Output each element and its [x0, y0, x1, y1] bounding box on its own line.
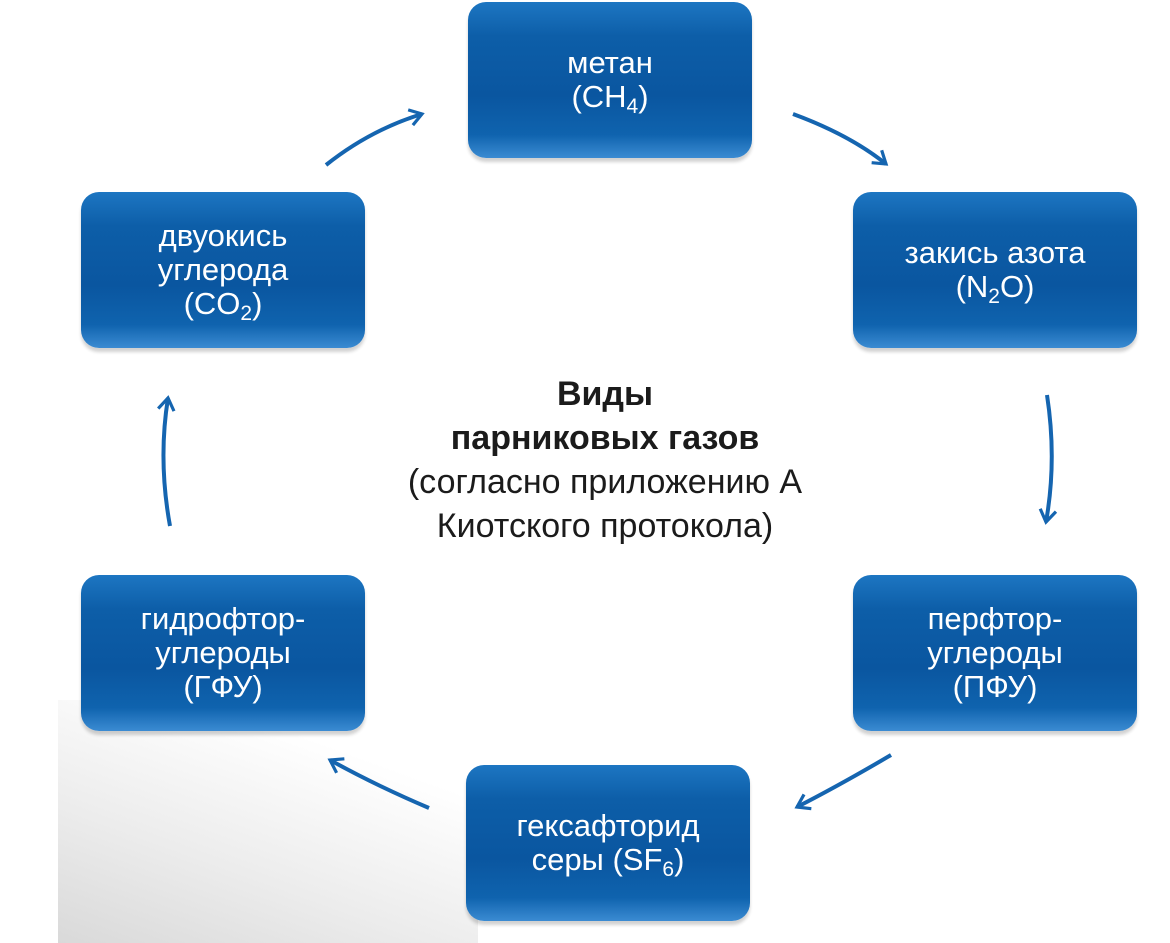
node-sf6-name: гексафторид [516, 808, 700, 843]
node-hfc-abbr: (ГФУ) [183, 669, 263, 704]
center-title: Виды парниковых газов (согласно приложен… [330, 372, 880, 548]
node-pfc-line1: перфтор- [927, 601, 1063, 636]
node-methane-formula: (CH4) [571, 79, 649, 118]
arrow-methane-to-nitrous-oxide [792, 112, 889, 166]
center-title-line2: парниковых газов [450, 419, 760, 457]
node-co2-line2: углерода [157, 252, 289, 287]
node-co2: двуокись углерода (CO2) [81, 192, 365, 348]
arrow-pfc-to-sf6 [794, 753, 893, 811]
node-hfc: гидрофтор- углероды (ГФУ) [81, 575, 365, 731]
node-pfc-line2: углероды [927, 635, 1063, 670]
background-shadow [58, 700, 478, 943]
node-methane-name: метан [567, 45, 653, 80]
node-hfc-line1: гидрофтор- [140, 601, 306, 636]
node-methane: метан (CH4) [468, 2, 752, 158]
center-subtitle-line1: (согласно приложению А [407, 463, 803, 501]
node-sf6-formula: серы (SF6) [531, 842, 685, 881]
arrow-co2-to-methane [324, 108, 425, 167]
node-pfc-abbr: (ПФУ) [952, 669, 1038, 704]
node-co2-formula: (CO2) [183, 286, 263, 325]
arrow-hfc-to-co2 [157, 395, 176, 527]
node-hfc-line2: углероды [155, 635, 291, 670]
node-pfc: перфтор- углероды (ПФУ) [853, 575, 1137, 731]
node-nitrous-oxide-name: закись азота [904, 235, 1086, 270]
center-title-line1: Виды [556, 375, 654, 413]
arrow-sf6-to-hfc [327, 757, 430, 810]
center-subtitle-line2: Киотского протокола) [436, 507, 774, 545]
node-nitrous-oxide-formula: (N2O) [955, 269, 1035, 308]
node-co2-line1: двуокись [158, 218, 288, 253]
node-nitrous-oxide: закись азота (N2O) [853, 192, 1137, 348]
arrow-nitrous-oxide-to-pfc [1038, 394, 1058, 525]
node-sf6: гексафторид серы (SF6) [466, 765, 750, 921]
